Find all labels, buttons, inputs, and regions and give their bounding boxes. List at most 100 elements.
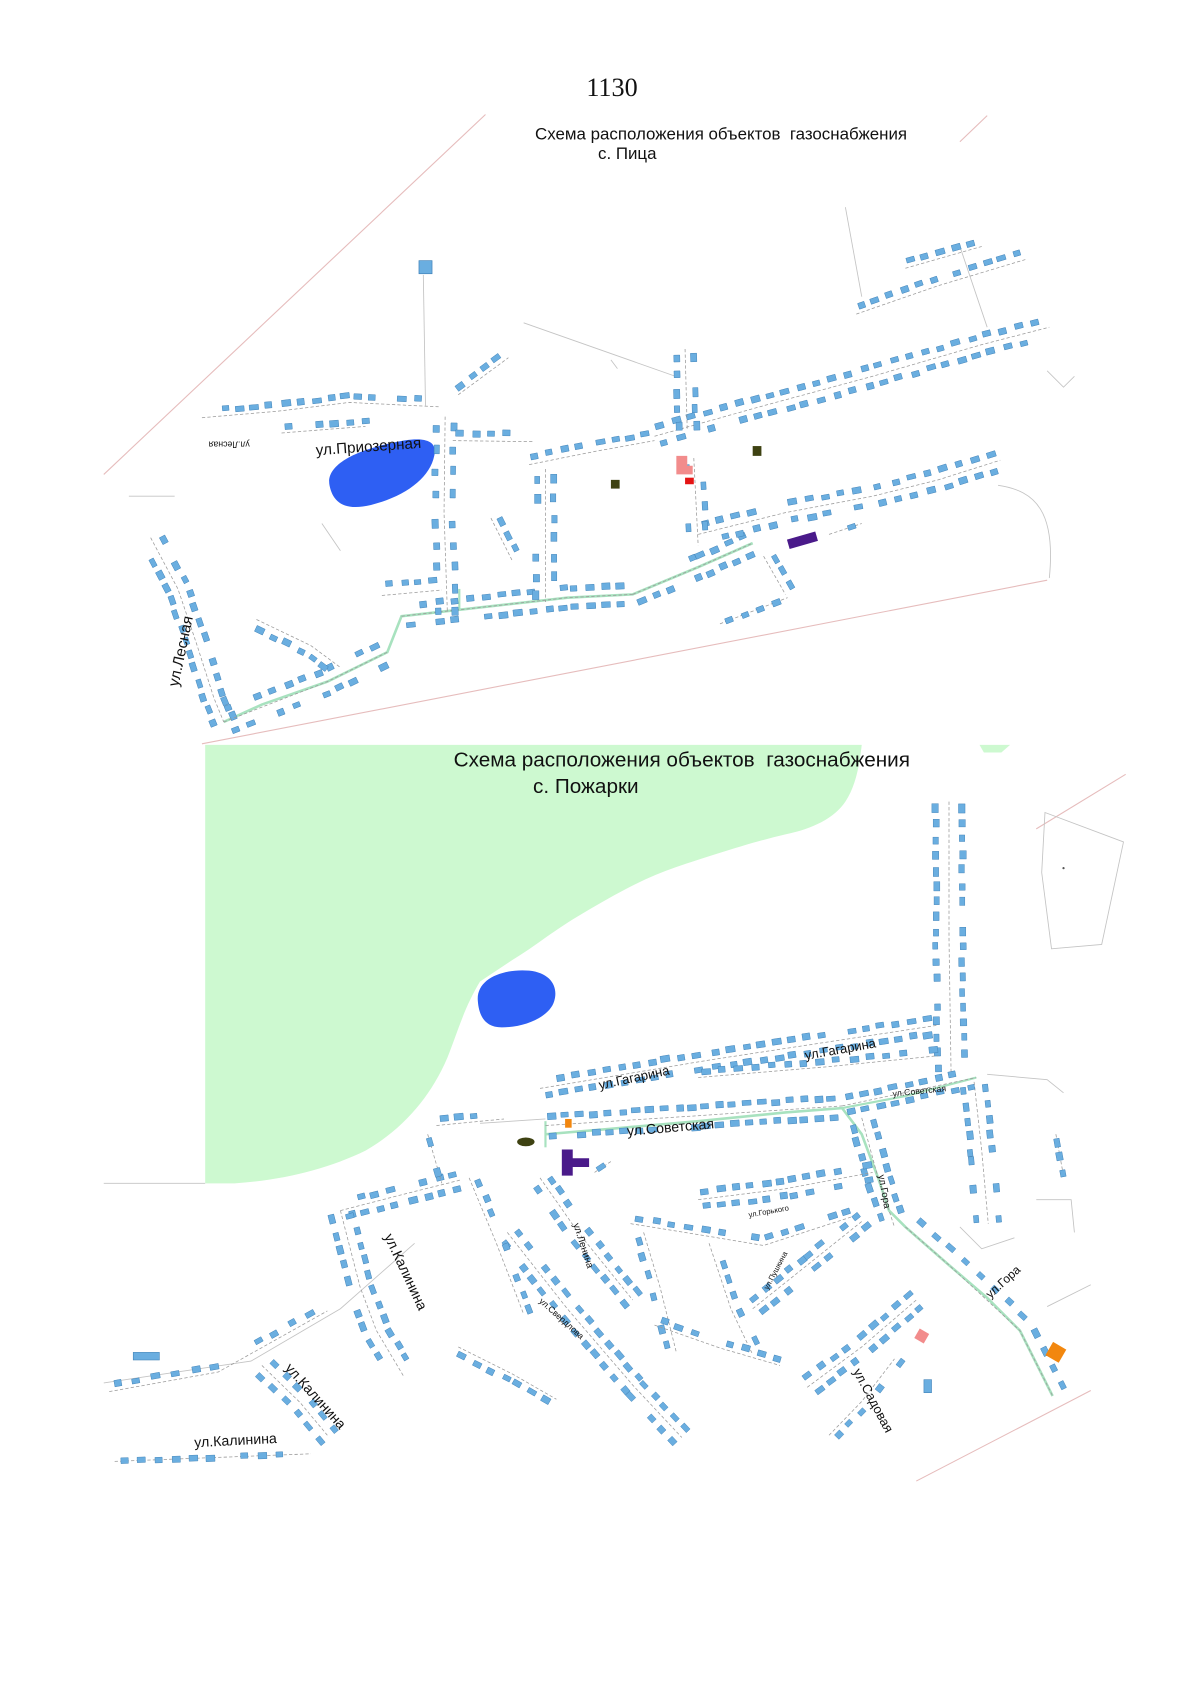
building-marker (580, 1339, 592, 1351)
building-marker (846, 522, 857, 531)
building-marker (584, 1226, 595, 1237)
building-marker (968, 335, 978, 343)
building-marker (368, 1284, 377, 1296)
building-marker (456, 1350, 467, 1361)
building-marker (673, 1323, 684, 1333)
building-marker (690, 1329, 700, 1338)
building-marker (620, 1079, 629, 1087)
building-marker (952, 269, 962, 278)
building-marker (714, 1121, 725, 1129)
survey-point (1062, 867, 1065, 870)
building-marker (435, 607, 442, 615)
building-marker (814, 1239, 825, 1250)
building-marker (992, 1183, 1000, 1193)
building-marker (817, 1031, 826, 1039)
building-marker (455, 429, 464, 437)
building-marker (729, 511, 741, 520)
building-marker (394, 1340, 404, 1351)
building-marker (960, 1086, 967, 1095)
building-marker (431, 468, 439, 476)
building-marker (819, 1046, 828, 1054)
building-marker (589, 1348, 601, 1360)
building-marker (570, 1327, 580, 1338)
building-marker (784, 1060, 793, 1068)
building-marker (356, 1192, 366, 1201)
road-outline (998, 484, 1051, 579)
building-marker (959, 942, 967, 950)
building-marker (934, 1003, 941, 1011)
building-marker (536, 1286, 547, 1297)
building-marker (609, 1373, 619, 1383)
building-marker (665, 585, 676, 595)
building-marker (899, 1049, 908, 1057)
building-marker (635, 1127, 644, 1135)
building-marker (353, 393, 363, 400)
building-marker (551, 515, 558, 524)
distribution-line (828, 523, 862, 535)
distribution-line (457, 357, 509, 396)
building-marker (120, 1457, 129, 1464)
pond (477, 970, 556, 1028)
building-marker (585, 584, 595, 591)
building-marker (281, 399, 292, 408)
building-marker (228, 710, 238, 721)
building-marker (748, 1293, 760, 1304)
building-marker (772, 1354, 782, 1363)
building-marker (982, 258, 994, 267)
building-marker (361, 1253, 370, 1265)
building-marker (731, 557, 742, 567)
building-marker (664, 1070, 674, 1079)
building-marker (474, 1178, 483, 1189)
building-marker (785, 1096, 794, 1103)
building-marker (526, 1387, 538, 1397)
building-marker (322, 690, 332, 699)
building-marker (252, 691, 263, 701)
building-marker (846, 1107, 857, 1116)
distribution-line (539, 1024, 939, 1089)
building-marker (367, 394, 376, 401)
building-marker (649, 1292, 658, 1302)
building-marker (701, 1068, 712, 1076)
building-marker (591, 1128, 601, 1136)
building-marker (868, 1343, 879, 1354)
building-marker (570, 1070, 580, 1079)
settlement-boundary (103, 114, 486, 475)
distribution-line (643, 1232, 677, 1353)
building-marker (533, 1184, 543, 1195)
building-marker (550, 474, 558, 484)
building-marker (185, 649, 195, 660)
building-marker (895, 1204, 905, 1215)
building-marker (603, 1109, 612, 1117)
building-marker (498, 611, 509, 620)
building-marker (751, 1335, 760, 1346)
building-marker (959, 834, 965, 842)
building-marker (975, 1271, 986, 1281)
distribution-line (150, 537, 225, 723)
building-marker (373, 1351, 384, 1362)
building-marker (890, 1299, 902, 1311)
building-marker (906, 473, 917, 481)
building-marker (230, 725, 241, 735)
building-marker (575, 1304, 585, 1315)
building-marker (186, 589, 195, 598)
building-marker (555, 1073, 566, 1082)
building-marker (985, 450, 997, 459)
building-marker (762, 1179, 773, 1188)
building-marker (940, 360, 950, 369)
building-marker (329, 1424, 339, 1434)
building-marker (550, 532, 558, 542)
building-marker (317, 661, 329, 672)
building-marker (296, 647, 306, 656)
building-marker (929, 275, 939, 285)
building-marker (829, 1114, 839, 1122)
gas-facility-orange (1045, 1341, 1067, 1363)
building-marker (479, 362, 490, 372)
building-marker (984, 346, 996, 356)
building-marker (605, 1129, 614, 1136)
building-marker (511, 543, 520, 553)
building-marker (851, 1136, 861, 1148)
building-marker (523, 1240, 534, 1251)
building-marker (787, 1050, 797, 1059)
building-marker (878, 1037, 889, 1046)
building-marker (861, 1025, 871, 1033)
